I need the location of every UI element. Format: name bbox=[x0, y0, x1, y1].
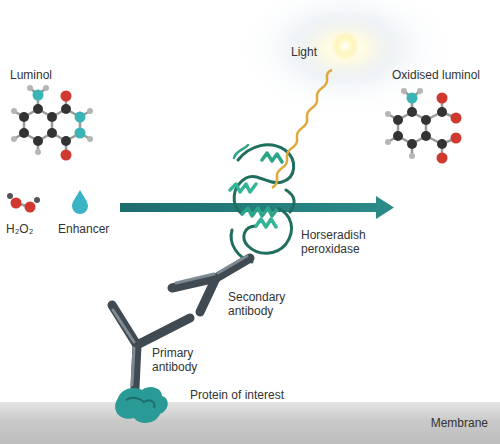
molecule-label: H₂O₂ bbox=[6, 222, 33, 236]
peroxide-molecule bbox=[7, 193, 40, 213]
molecule-label: Luminol bbox=[10, 68, 52, 82]
oxidised-luminol-atoms bbox=[385, 88, 462, 164]
molecule-label: Oxidised luminol bbox=[392, 68, 480, 82]
light-glow bbox=[235, 0, 455, 118]
primary-antibody-highlight bbox=[113, 310, 134, 385]
enzyme-label: Horseradish peroxidase bbox=[301, 228, 386, 256]
enhancer-drop bbox=[72, 190, 88, 214]
antibody-label: Primary antibody bbox=[152, 346, 214, 374]
band-label: Membrane bbox=[431, 416, 488, 430]
oxidised-luminol-molecule bbox=[388, 91, 456, 158]
light-core bbox=[331, 32, 359, 60]
hrp-enzyme bbox=[230, 145, 294, 262]
secondary-antibody-highlight bbox=[176, 256, 247, 283]
reagent-label: Enhancer bbox=[58, 222, 109, 236]
luminol-molecule bbox=[14, 88, 90, 155]
antibody-label: Secondary antibody bbox=[228, 290, 300, 318]
luminol-atoms bbox=[11, 85, 93, 161]
protein-label: Protein of interest bbox=[190, 388, 284, 402]
light-label: Light bbox=[291, 45, 317, 59]
membrane-band: Membrane bbox=[0, 402, 500, 444]
reaction-arrow bbox=[120, 196, 394, 219]
light-wave bbox=[272, 70, 332, 188]
